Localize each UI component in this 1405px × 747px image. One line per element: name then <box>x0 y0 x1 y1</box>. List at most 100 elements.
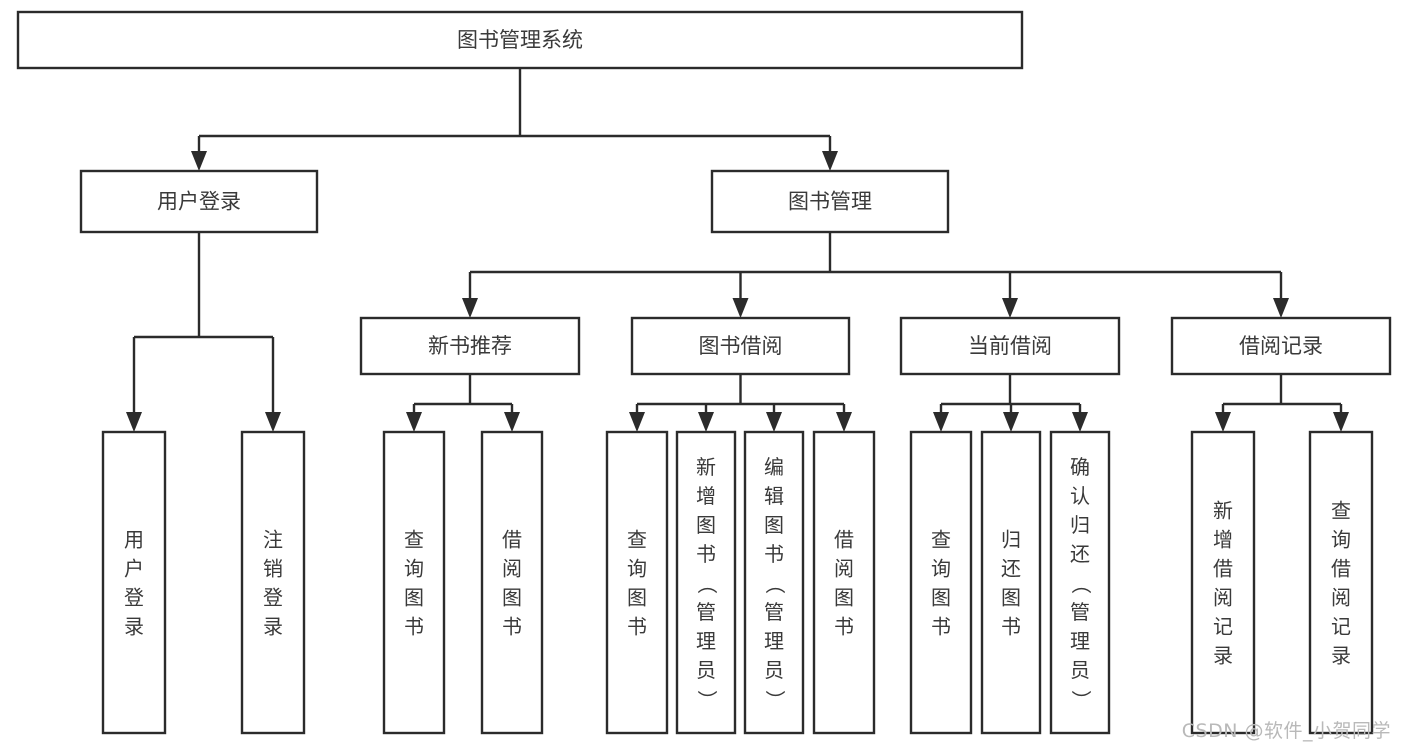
svg-text:阅: 阅 <box>502 557 522 581</box>
svg-text:归: 归 <box>1070 513 1090 537</box>
node-leaf-confirm-return-admin-box[interactable] <box>1049 430 1111 735</box>
node-new-book-recommend-label: 新书推荐 <box>428 334 512 358</box>
svg-text:）: ） <box>763 690 787 710</box>
svg-text:录: 录 <box>124 615 144 639</box>
node-user-login-box[interactable] <box>79 169 319 234</box>
svg-text:辑: 辑 <box>764 484 784 508</box>
svg-text:询: 询 <box>404 557 424 581</box>
svg-text:录: 录 <box>1331 644 1351 668</box>
node-book-manage-box[interactable] <box>710 169 950 234</box>
svg-text:登: 登 <box>124 586 144 610</box>
svg-text:（: （ <box>763 574 787 594</box>
svg-text:借: 借 <box>834 528 854 552</box>
connector-layer <box>126 68 1349 432</box>
node-leaf-user-login-label: 用户登录 <box>124 528 144 639</box>
svg-text:理: 理 <box>696 629 716 653</box>
svg-text:理: 理 <box>1070 629 1090 653</box>
svg-text:）: ） <box>695 690 719 710</box>
svg-text:书: 书 <box>404 615 424 639</box>
node-new-book-recommend-box[interactable] <box>359 316 581 376</box>
svg-text:认: 认 <box>1070 484 1090 508</box>
svg-text:编: 编 <box>764 455 784 479</box>
svg-text:图: 图 <box>627 586 647 610</box>
node-leaf-user-login-box[interactable] <box>101 430 167 735</box>
svg-text:）: ） <box>1069 690 1093 710</box>
svg-text:还: 还 <box>1001 557 1021 581</box>
svg-text:注: 注 <box>263 528 283 552</box>
svg-text:员: 员 <box>1070 658 1090 682</box>
svg-text:查: 查 <box>1331 499 1351 523</box>
svg-text:书: 书 <box>834 615 854 639</box>
node-book-borrow-box[interactable] <box>630 316 851 376</box>
svg-text:阅: 阅 <box>1213 586 1233 610</box>
node-leaf-query-book-2-box[interactable] <box>605 430 669 735</box>
svg-text:图: 图 <box>1001 586 1021 610</box>
svg-text:询: 询 <box>1331 528 1351 552</box>
svg-text:录: 录 <box>1213 644 1233 668</box>
svg-text:增: 增 <box>1213 528 1233 552</box>
svg-text:图: 图 <box>502 586 522 610</box>
svg-text:管: 管 <box>1070 600 1090 624</box>
svg-text:记: 记 <box>1331 615 1351 639</box>
node-leaf-add-book-admin-box[interactable] <box>675 430 737 735</box>
node-layer: 图书管理系统用户登录图书管理新书推荐图书借阅当前借阅借阅记录用户登录注销登录查询… <box>16 10 1392 735</box>
svg-text:图: 图 <box>404 586 424 610</box>
node-leaf-query-book-3-box[interactable] <box>909 430 973 735</box>
svg-text:阅: 阅 <box>834 557 854 581</box>
node-leaf-edit-book-admin-box[interactable] <box>743 430 805 735</box>
svg-text:查: 查 <box>931 528 951 552</box>
svg-text:户: 户 <box>124 557 144 581</box>
svg-text:借: 借 <box>1331 557 1351 581</box>
svg-text:图: 图 <box>764 513 784 537</box>
svg-text:管: 管 <box>764 600 784 624</box>
svg-text:书: 书 <box>696 542 716 566</box>
svg-text:询: 询 <box>931 557 951 581</box>
svg-text:书: 书 <box>502 615 522 639</box>
node-leaf-borrow-book-2-box[interactable] <box>812 430 876 735</box>
node-leaf-add-borrow-record-box[interactable] <box>1190 430 1256 735</box>
svg-text:阅: 阅 <box>1331 586 1351 610</box>
svg-text:图: 图 <box>931 586 951 610</box>
svg-text:理: 理 <box>764 629 784 653</box>
svg-text:管: 管 <box>696 600 716 624</box>
node-root-label: 图书管理系统 <box>457 28 583 52</box>
svg-text:新: 新 <box>1213 499 1233 523</box>
node-borrow-record-box[interactable] <box>1170 316 1392 376</box>
svg-text:借: 借 <box>502 528 522 552</box>
svg-text:借: 借 <box>1213 557 1233 581</box>
node-leaf-return-book-box[interactable] <box>980 430 1042 735</box>
svg-text:书: 书 <box>1001 615 1021 639</box>
node-root-box[interactable] <box>16 10 1024 70</box>
node-leaf-query-borrow-record-box[interactable] <box>1308 430 1374 735</box>
svg-text:员: 员 <box>696 658 716 682</box>
node-current-borrow-label: 当前借阅 <box>968 334 1052 358</box>
svg-text:员: 员 <box>764 658 784 682</box>
svg-text:录: 录 <box>263 615 283 639</box>
svg-text:（: （ <box>695 574 719 594</box>
svg-text:确: 确 <box>1070 455 1090 479</box>
node-leaf-logout-login-box[interactable] <box>240 430 306 735</box>
node-current-borrow-box[interactable] <box>899 316 1121 376</box>
node-leaf-query-book-1-box[interactable] <box>382 430 446 735</box>
node-borrow-record-label: 借阅记录 <box>1239 334 1323 358</box>
svg-text:新: 新 <box>696 455 716 479</box>
svg-text:书: 书 <box>764 542 784 566</box>
svg-text:增: 增 <box>696 484 716 508</box>
svg-text:书: 书 <box>931 615 951 639</box>
svg-text:查: 查 <box>404 528 424 552</box>
node-leaf-borrow-book-1-box[interactable] <box>480 430 544 735</box>
node-user-login-label: 用户登录 <box>157 190 241 214</box>
svg-text:图: 图 <box>834 586 854 610</box>
